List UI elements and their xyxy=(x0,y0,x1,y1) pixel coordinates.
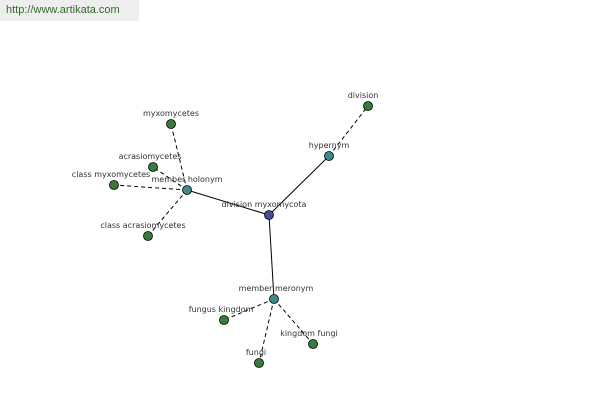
edge-member-meronym-to-kingdom-fungi xyxy=(273,298,314,345)
edge-hypernym-to-division xyxy=(328,105,369,157)
label-kingdom-fungi: kingdom fungi xyxy=(280,329,338,338)
label-class-myxomycetes: class myxomycetes xyxy=(72,170,150,179)
edge-division-myxomycota-to-hypernym xyxy=(268,155,330,216)
edge-member-holonym-to-myxomycetes xyxy=(170,123,188,191)
graph-nodes xyxy=(109,101,373,368)
label-member-holonym: member holonym xyxy=(151,175,222,184)
node-division[interactable] xyxy=(363,101,373,111)
node-division-myxomycota[interactable] xyxy=(264,210,274,220)
source-url-link[interactable]: http://www.artikata.com xyxy=(6,4,120,16)
source-url-bar: http://www.artikata.com xyxy=(0,0,139,21)
node-myxomycetes[interactable] xyxy=(166,119,176,129)
edge-division-myxomycota-to-member-meronym xyxy=(268,214,275,300)
node-acrasiomycetes[interactable] xyxy=(148,162,158,172)
edge-member-holonym-to-class-myxomycetes xyxy=(113,184,188,191)
node-hypernym[interactable] xyxy=(324,151,334,161)
node-class-myxomycetes[interactable] xyxy=(109,180,119,190)
node-fungus-kingdom[interactable] xyxy=(219,315,229,325)
edge-division-myxomycota-to-member-holonym xyxy=(186,189,270,216)
node-member-holonym[interactable] xyxy=(182,185,192,195)
label-division: division xyxy=(348,91,379,100)
label-fungi: fungi xyxy=(246,348,266,357)
node-fungi[interactable] xyxy=(254,358,264,368)
label-fungus-kingdom: fungus kingdom xyxy=(189,305,254,314)
node-member-meronym[interactable] xyxy=(269,294,279,304)
node-class-acrasiomycetes[interactable] xyxy=(143,231,153,241)
label-class-acrasiomycetes: class acrasiomycetes xyxy=(100,221,185,230)
edge-member-holonym-to-class-acrasiomycetes xyxy=(147,189,188,237)
node-kingdom-fungi[interactable] xyxy=(308,339,318,349)
edge-member-meronym-to-fungi xyxy=(258,298,275,364)
graph-labels: division myxomycota member holonym hyperny… xyxy=(72,91,379,357)
graph-edges xyxy=(113,105,369,364)
label-division-myxomycota: division myxomycota xyxy=(222,200,307,209)
label-myxomycetes: myxomycetes xyxy=(143,109,199,118)
edge-member-meronym-to-fungus-kingdom xyxy=(223,298,275,321)
label-acrasiomycetes: acrasiomycetes xyxy=(119,152,182,161)
label-hypernym: hypernym xyxy=(309,141,350,150)
label-member-meronym: member meronym xyxy=(239,284,314,293)
